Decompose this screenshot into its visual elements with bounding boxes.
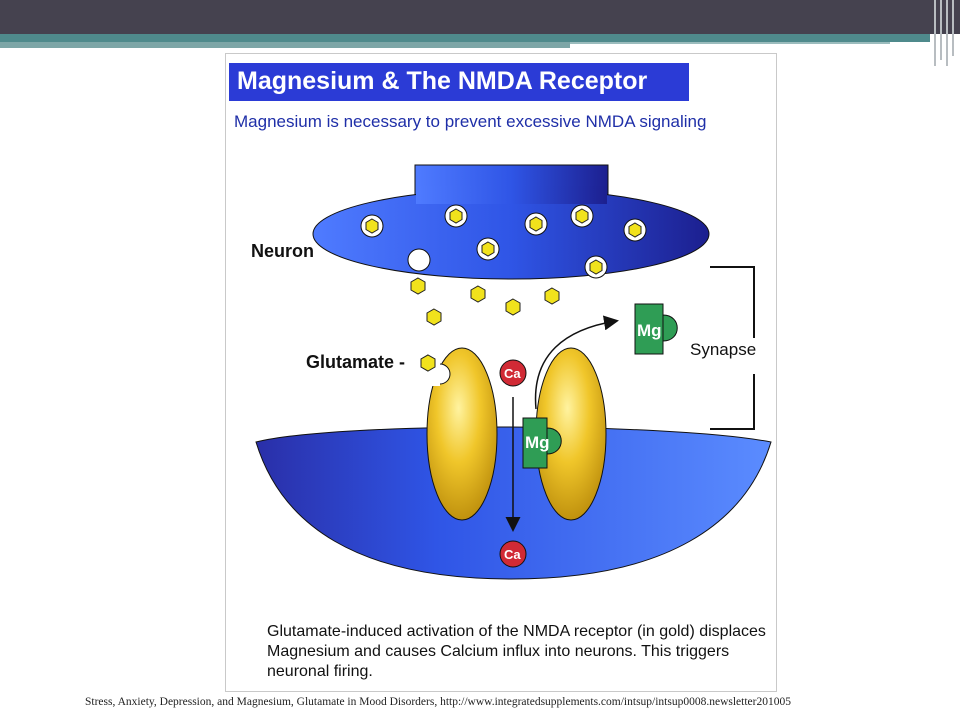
- mg-released-label: Mg: [637, 321, 662, 340]
- nmda-diagram: Neuron Glutamate - Synapse Mg Mg Ca Ca: [251, 164, 772, 580]
- slide-edge-decoration: [930, 0, 960, 66]
- glutamate-molecules: [410, 277, 560, 372]
- slide-accent-band-lower: [0, 42, 570, 48]
- slide-citation: Stress, Anxiety, Depression, and Magnesi…: [85, 696, 791, 708]
- figure-caption: Glutamate-induced activation of the NMDA…: [267, 623, 766, 680]
- slide-accent-line: [570, 42, 890, 44]
- glutamate-label: Glutamate -: [306, 352, 405, 372]
- synapse-bracket: [710, 266, 755, 430]
- slide-accent-band: [0, 34, 930, 42]
- bound-glutamate: [420, 354, 436, 372]
- ca-top-label: Ca: [504, 366, 521, 381]
- ca-ion-bottom: [499, 540, 527, 568]
- ca-bottom-label: Ca: [504, 547, 521, 562]
- figure-subtitle: Magnesium is necessary to prevent excess…: [234, 112, 707, 131]
- figure-title: Magnesium & The NMDA Receptor: [237, 67, 648, 95]
- mg-ion-blocking: [522, 417, 562, 469]
- magnesium-release-arrow: [534, 315, 619, 410]
- synapse-label: Synapse: [690, 340, 756, 359]
- figure-title-bar: Magnesium & The NMDA Receptor: [229, 63, 689, 101]
- mg-blocking-label: Mg: [525, 433, 550, 452]
- slide-top-bar: [0, 0, 960, 34]
- mg-ion-released: [634, 303, 678, 355]
- ca-ion-top: [499, 359, 527, 387]
- nmda-figure: Neuron Glutamate - Synapse Mg Mg Ca Ca M…: [225, 53, 777, 692]
- neuron-label: Neuron: [251, 241, 314, 261]
- nmda-receptor: [426, 347, 607, 521]
- vesicles: [360, 204, 647, 279]
